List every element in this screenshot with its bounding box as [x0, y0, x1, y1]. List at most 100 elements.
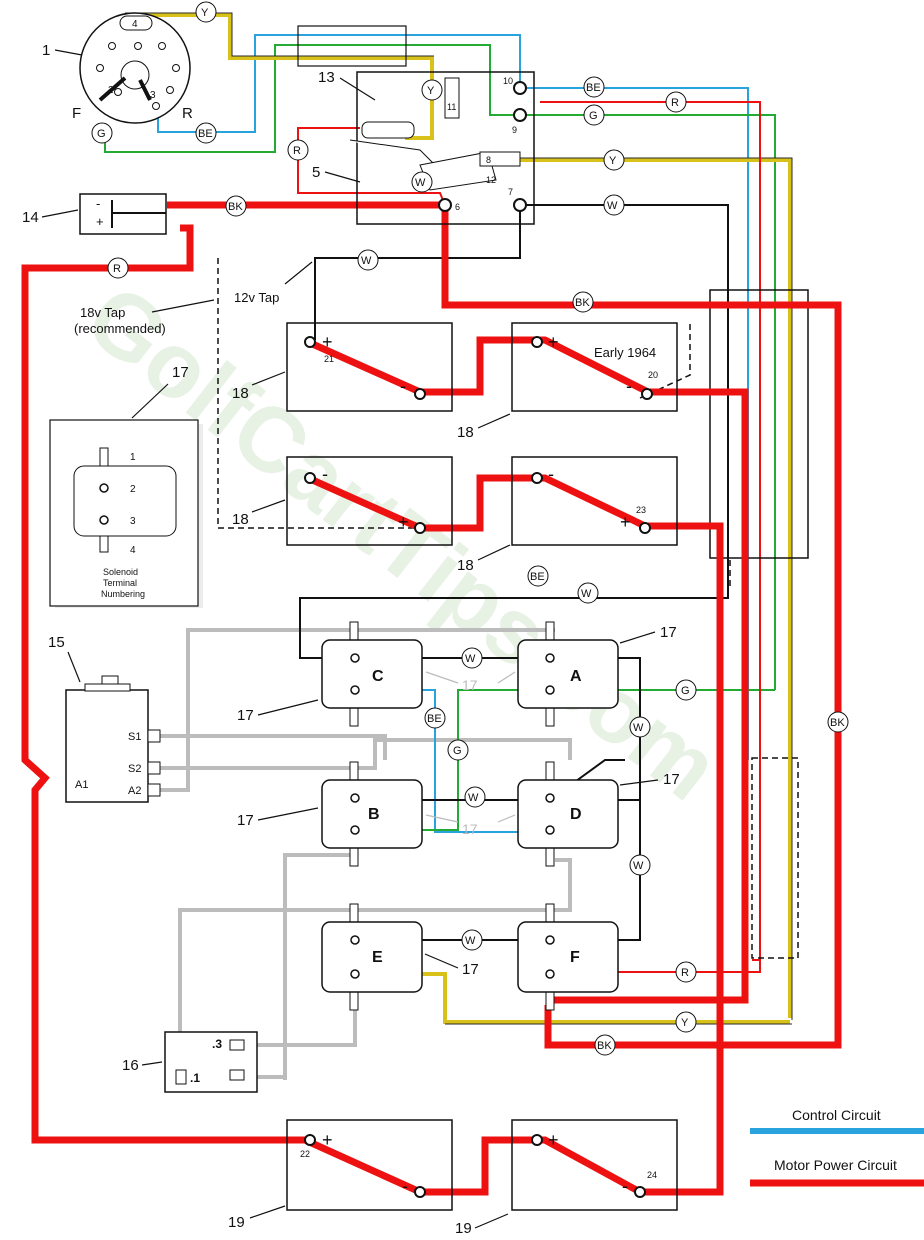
legend: Control Circuit Motor Power Circuit [774, 1107, 897, 1173]
tap-12v-note: 12v Tap [234, 290, 279, 305]
callout-17-gray: 17 [462, 677, 478, 693]
terminal-strip-dashes [747, 300, 791, 560]
inset-n3: 3 [130, 516, 136, 527]
tag-w: W [633, 722, 644, 734]
tag-y: Y [427, 85, 435, 97]
terminal-21: 21 [324, 354, 334, 364]
legend-control-circuit: Control Circuit [792, 1107, 881, 1123]
solenoid-label-d: D [570, 806, 582, 823]
tag-w: W [581, 588, 592, 600]
callout-1: 1 [42, 42, 50, 59]
inset-title-3: Numbering [101, 589, 145, 599]
battery-plus: + [548, 1130, 559, 1150]
callout-17-gray: 17 [462, 821, 478, 837]
tag-r: R [671, 97, 679, 109]
tag-w: W [415, 177, 426, 189]
callout-18: 18 [232, 385, 249, 402]
battery-minus: - [548, 464, 554, 484]
solenoid-e: E [321, 903, 423, 1011]
terminal-7: 7 [508, 187, 513, 197]
tap-18v-note: 18v Tap [80, 305, 125, 320]
terminal-22: 22 [300, 1149, 310, 1159]
solenoid-a: A [517, 621, 619, 727]
tag-g: G [453, 745, 462, 757]
limit-switch-p3: .3 [212, 1037, 222, 1051]
battery-19-right [511, 1119, 678, 1211]
battery-minus: - [400, 376, 406, 396]
control-box: 11 8 12 10 9 6 7 [349, 71, 535, 225]
battery-minus: - [622, 1176, 628, 1196]
solenoid-b: B [321, 761, 423, 867]
tag-r: R [113, 263, 121, 275]
tag-g: G [681, 685, 690, 697]
callout-18: 18 [457, 424, 474, 441]
battery-plus: + [322, 332, 333, 352]
tag-be: BE [427, 713, 442, 725]
terminal-23: 23 [636, 505, 646, 515]
callout-17: 17 [172, 364, 189, 381]
reverse-label: R [182, 105, 193, 122]
battery-plus: + [322, 1130, 333, 1150]
inset-title-1: Solenoid [103, 567, 138, 577]
callout-17: 17 [660, 624, 677, 641]
solenoid-label-e: E [372, 949, 383, 966]
tag-r: R [681, 967, 689, 979]
legend-motor-power-circuit: Motor Power Circuit [774, 1157, 897, 1173]
fuse-minus: - [96, 196, 100, 211]
callout-17: 17 [462, 961, 479, 978]
battery-posts [304, 336, 653, 1198]
solenoid-f: F [517, 903, 619, 1011]
tag-g: G [589, 110, 598, 122]
terminal-24: 24 [647, 1170, 657, 1180]
tag-bk: BK [597, 1040, 612, 1052]
tag-y: Y [609, 155, 617, 167]
callout-18: 18 [232, 511, 249, 528]
callout-15: 15 [48, 634, 65, 651]
solenoid-label-b: B [368, 806, 380, 823]
callout-19: 19 [455, 1220, 472, 1237]
tag-g: G [97, 128, 106, 140]
inset-n4: 4 [130, 545, 136, 556]
tag-be: BE [530, 571, 545, 583]
terminal-6: 6 [455, 202, 460, 212]
motor-s2: S2 [128, 763, 141, 775]
inset-n2: 2 [130, 484, 136, 495]
battery-19-left [286, 1119, 453, 1211]
terminal-11: 11 [447, 102, 456, 112]
tag-r: R [293, 145, 301, 157]
tag-bk: BK [830, 717, 845, 729]
callout-17: 17 [237, 812, 254, 829]
key-switch: 4 2 3 [79, 12, 191, 124]
battery-plus: + [548, 332, 559, 352]
terminal-9: 9 [512, 125, 517, 135]
early-1964-note: Early 1964 [594, 345, 656, 360]
inset-title-2: Terminal [103, 578, 137, 588]
wire-tags: Y BE G Y BE R G R Y W W BK R W BK BE W W… [91, 1, 849, 1056]
tag-y: Y [201, 7, 209, 19]
solenoid-label-a: A [570, 668, 582, 685]
terminal-8: 8 [486, 155, 491, 165]
solenoid-label-c: C [372, 668, 384, 685]
circuit-breaker: - + [79, 193, 167, 235]
callout-14: 14 [22, 209, 39, 226]
tag-bk: BK [228, 201, 243, 213]
motor-a1: A1 [75, 779, 88, 791]
motor-s1: S1 [128, 731, 141, 743]
tag-bk: BK [575, 297, 590, 309]
tag-be: BE [586, 82, 601, 94]
tag-w: W [607, 200, 618, 212]
switch-pin-3: 3 [150, 90, 156, 101]
callout-16: 16 [122, 1057, 139, 1074]
limit-switch: .3 .1 [164, 1031, 258, 1093]
forward-label: F [72, 105, 81, 122]
tag-w: W [465, 935, 476, 947]
plug-connector [297, 25, 407, 67]
terminal-10: 10 [503, 76, 513, 86]
terminal-12: 12 [486, 175, 496, 185]
callout-17: 17 [237, 707, 254, 724]
tap-18v-note-2: (recommended) [74, 321, 166, 336]
battery-plus: + [398, 512, 409, 532]
terminal-20: 20 [648, 370, 658, 380]
switch-pin-2: 2 [108, 85, 114, 96]
